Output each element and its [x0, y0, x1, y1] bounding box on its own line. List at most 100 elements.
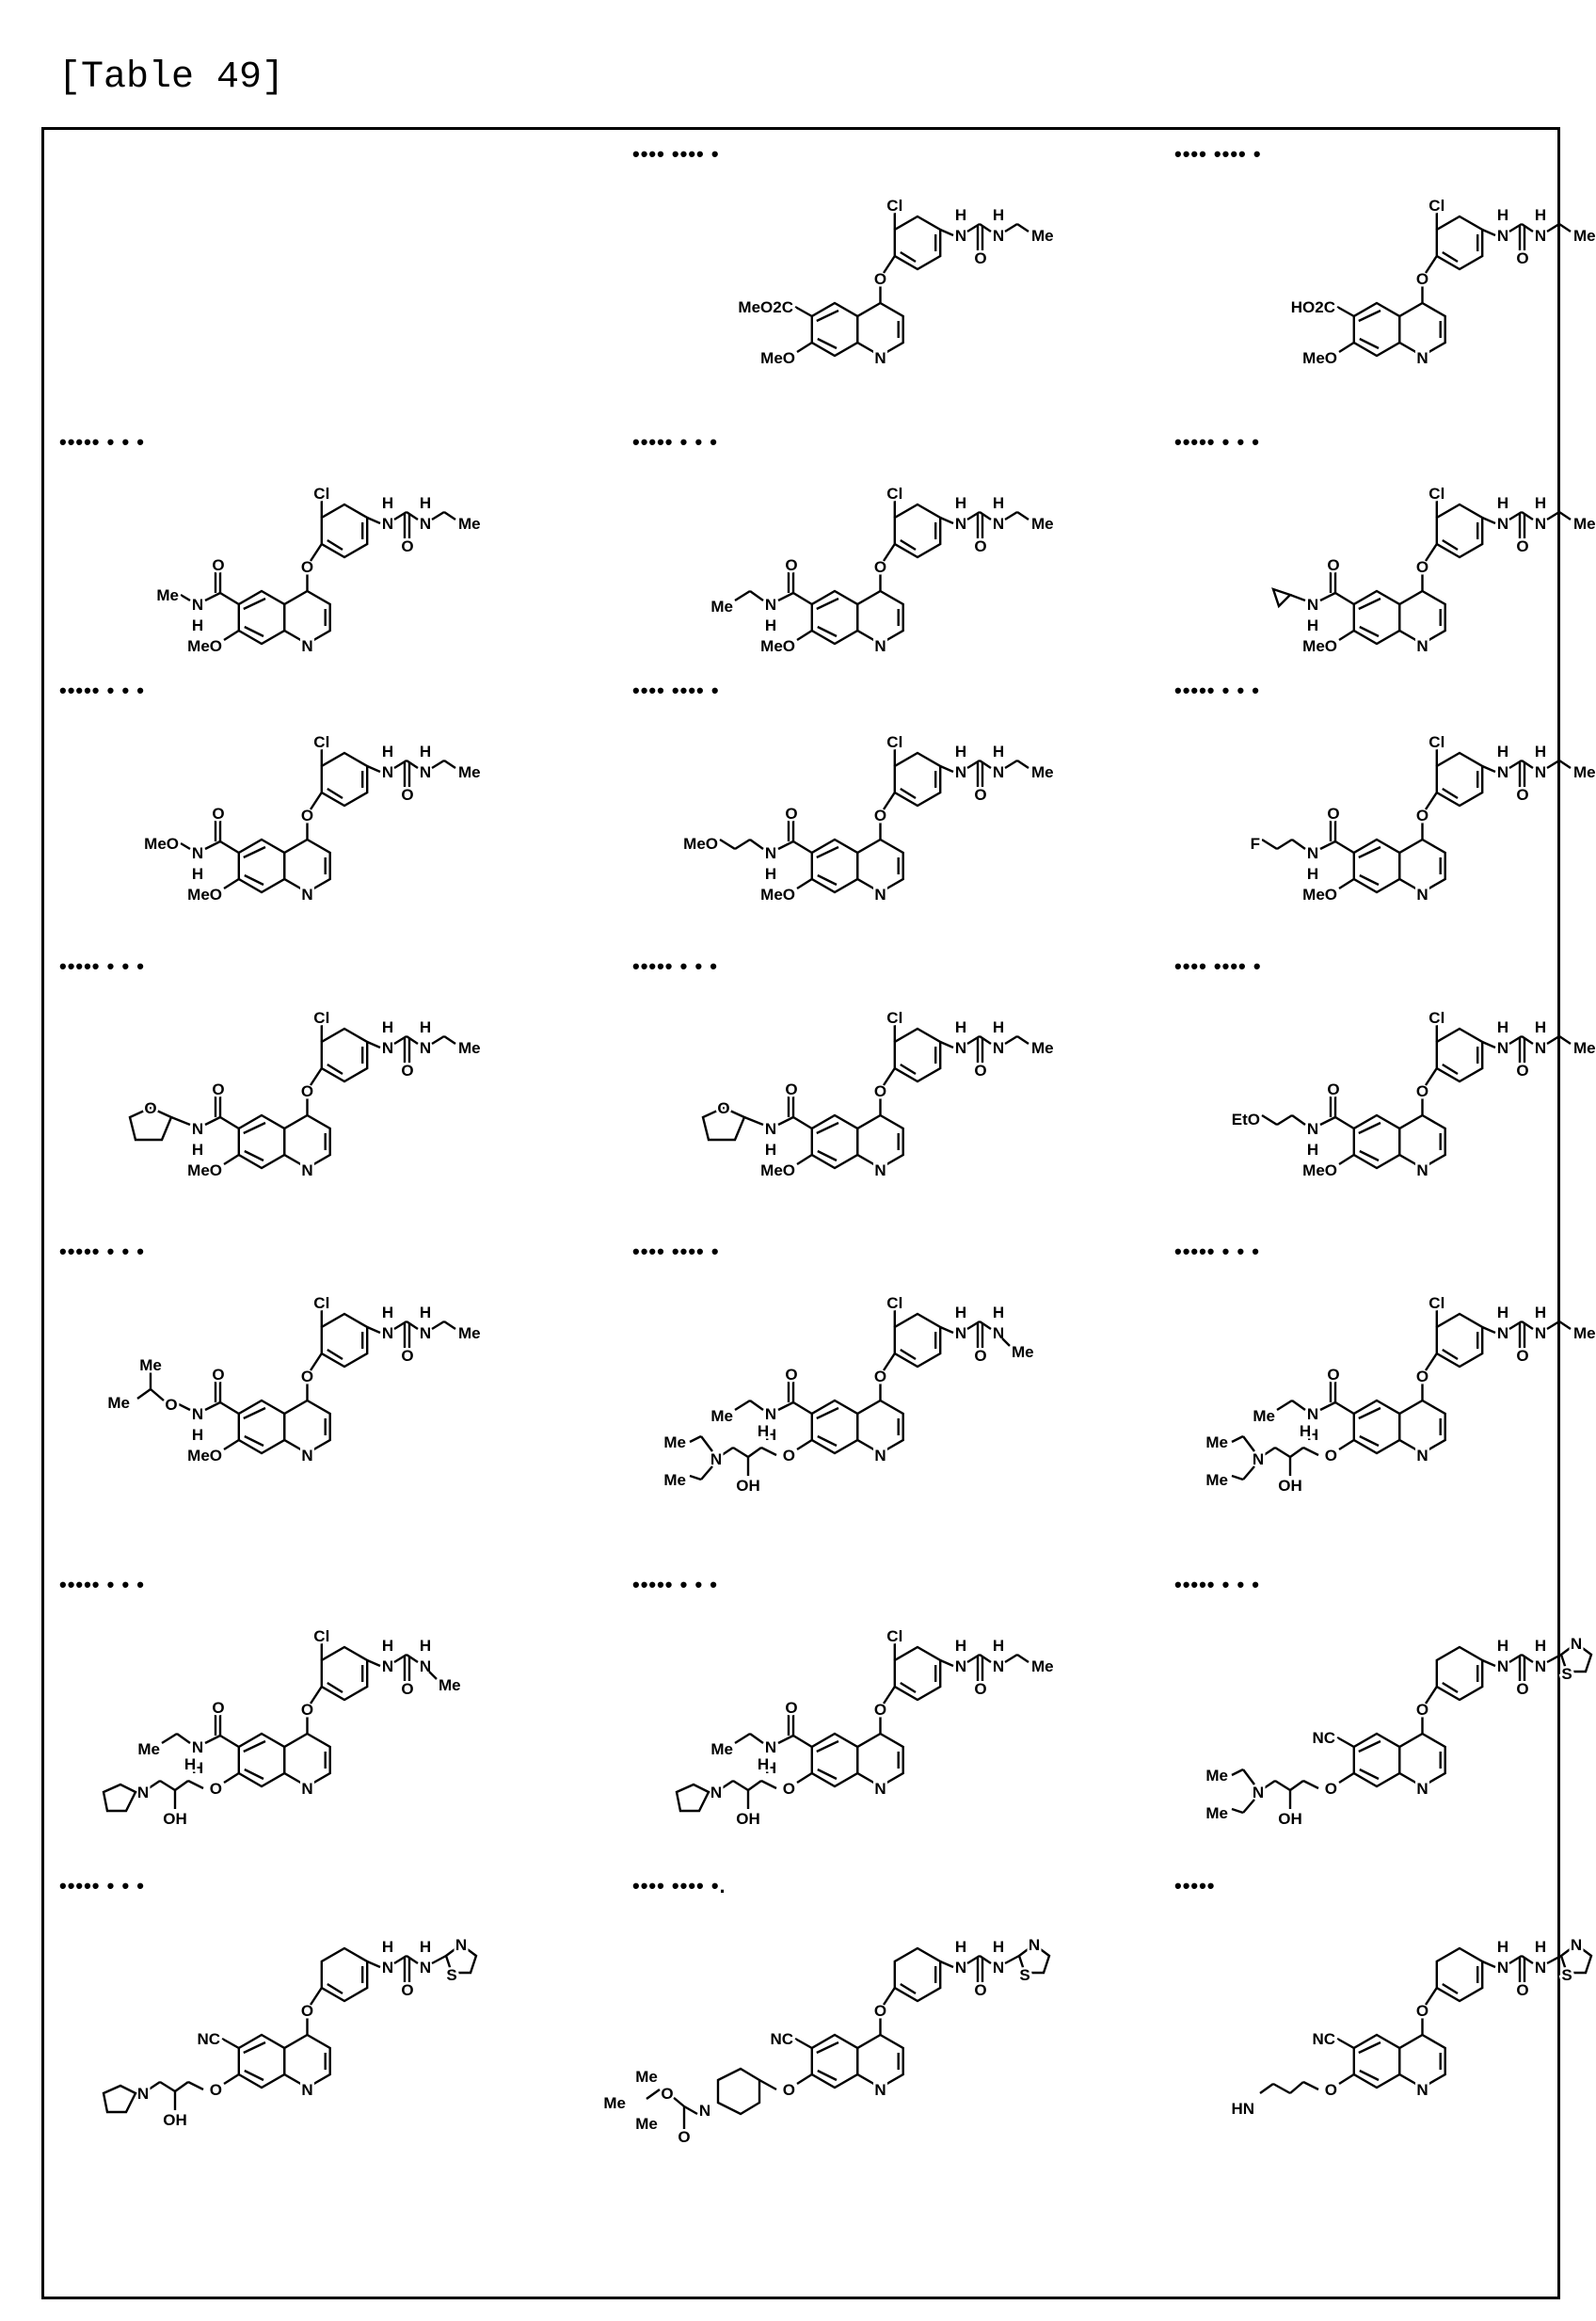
bond — [1426, 1353, 1437, 1370]
hydrogen-label: H — [758, 1755, 769, 1773]
table-title: [Table 49] — [58, 56, 284, 99]
bond — [220, 593, 239, 604]
quinoline-pyridine-ring — [857, 840, 902, 892]
urea-nitrogen: N — [955, 1039, 966, 1057]
amide-oxygen: O — [212, 1699, 224, 1717]
substituent-label: MeO — [1302, 637, 1337, 655]
chlorine-label: Cl — [886, 733, 902, 751]
quinoline-pyridine-ring — [284, 1734, 329, 1786]
amine-nitrogen: N — [137, 1784, 149, 1801]
chemical-structure: NOClNHONHMeONHMeOOHHN — [632, 1586, 1159, 1887]
compound-cell: ••••• • • •NONHONHNSNCOOHN — [59, 1887, 586, 2188]
compound-cell: •••• •••• •NOClNHONHMeONHMeOMeO — [632, 692, 1159, 993]
bond — [1547, 224, 1559, 232]
bond — [1303, 2082, 1318, 2089]
piperidine-nitrogen: N — [699, 2102, 710, 2120]
amine-substituent: Me — [1253, 1407, 1275, 1425]
substituent-label: O — [210, 1780, 222, 1798]
hydrogen-label: H — [993, 1637, 1004, 1655]
bond — [797, 879, 812, 888]
bond — [222, 2039, 239, 2048]
bond — [1482, 1961, 1495, 1967]
urea-nitrogen: N — [1535, 1657, 1546, 1675]
bond — [1337, 2039, 1354, 2048]
ring-nitrogen: N — [1416, 1447, 1428, 1465]
bond — [778, 1736, 793, 1743]
bond — [1232, 1476, 1243, 1480]
bond — [1339, 879, 1354, 888]
bond — [1243, 1466, 1254, 1480]
ring-nitrogen: N — [301, 1447, 312, 1465]
amide-nitrogen: N — [1307, 1120, 1318, 1138]
bond — [673, 2097, 684, 2106]
bond — [646, 2089, 660, 2099]
ring-nitrogen: N — [874, 2081, 886, 2099]
substituent-label: NC — [1312, 2030, 1335, 2048]
phenyl-ring — [895, 1948, 940, 2001]
bond — [1482, 1327, 1495, 1333]
substituent-label: O — [1325, 2081, 1337, 2099]
hydrogen-label: H — [955, 1304, 966, 1321]
bond — [793, 593, 812, 604]
bond — [205, 1736, 220, 1743]
substituent-label: MeO — [760, 1161, 795, 1179]
carbonyl-oxygen: O — [401, 537, 413, 555]
bond — [748, 1448, 761, 1457]
compound-cell: ••••• • • •NONHONHNSNCOOHNMeMe — [1174, 1586, 1596, 1887]
bond — [684, 2106, 697, 2114]
bond — [940, 518, 953, 523]
hydrogen-label: H — [420, 743, 431, 760]
bond — [690, 1476, 701, 1480]
urea-nitrogen: N — [1535, 227, 1546, 245]
urea-nitrogen: N — [1497, 515, 1508, 533]
chemical-structure: NOClNHONHMeONHMeOOHHNMeMe — [632, 1253, 1159, 1554]
bond — [149, 2082, 160, 2089]
hydrogen-label: H — [955, 1637, 966, 1655]
bond — [1339, 1155, 1354, 1164]
hydrogen-label: H — [420, 1304, 431, 1321]
bond — [1264, 1448, 1275, 1455]
amide-nitrogen: N — [765, 844, 776, 862]
amine-substituent: Me — [710, 1407, 733, 1425]
bond — [1277, 1401, 1292, 1410]
hydrogen-label: H — [1300, 1422, 1311, 1440]
urea-nitrogen: N — [993, 227, 1004, 245]
methyl-label: Me — [1031, 1657, 1054, 1675]
quinoline-pyridine-ring — [284, 840, 329, 892]
hydrogen-label: H — [192, 1141, 203, 1159]
thiazole-sulfur: S — [446, 1966, 456, 1984]
bond — [1482, 766, 1495, 772]
hydrogen-label: H — [1307, 616, 1318, 634]
bond — [1339, 631, 1354, 640]
bond — [1292, 1115, 1305, 1125]
bond — [1277, 1115, 1292, 1125]
quinoline-pyridine-ring — [857, 1734, 902, 1786]
bond — [735, 840, 750, 849]
chemical-structure: NOClNHONHMeONHEtOMeO — [1174, 968, 1596, 1269]
thiazole-sulfur: S — [1019, 1966, 1029, 1984]
carbonyl-oxygen: O — [1516, 1347, 1528, 1365]
bond — [1559, 224, 1571, 232]
methyl-label: Me — [1573, 1039, 1596, 1057]
hydrogen-label: H — [955, 494, 966, 512]
amide-oxygen: O — [785, 1366, 797, 1384]
urea-nitrogen: N — [1497, 1324, 1508, 1342]
quinoline-pyridine-ring — [284, 591, 329, 644]
amide-oxygen: O — [1327, 1080, 1339, 1098]
phenyl-ring — [322, 504, 367, 557]
amine-substituent: F — [1251, 835, 1260, 853]
substituent-label: MeO — [760, 637, 795, 655]
urea-nitrogen: N — [993, 1959, 1004, 1977]
hydrogen-label: H — [420, 1637, 431, 1655]
methyl-label: Me — [1031, 1039, 1054, 1057]
phenyl-ring — [322, 1314, 367, 1367]
bond — [750, 1401, 763, 1410]
amide-oxygen: O — [212, 1366, 224, 1384]
quinoline-pyridine-ring — [857, 1115, 902, 1168]
bond — [797, 343, 812, 352]
hydrogen-label: H — [1307, 1141, 1318, 1159]
bond — [722, 1448, 733, 1455]
amide-oxygen: O — [785, 805, 797, 823]
amide-oxygen: O — [1327, 1366, 1339, 1384]
phenyl-ring — [1437, 753, 1482, 806]
